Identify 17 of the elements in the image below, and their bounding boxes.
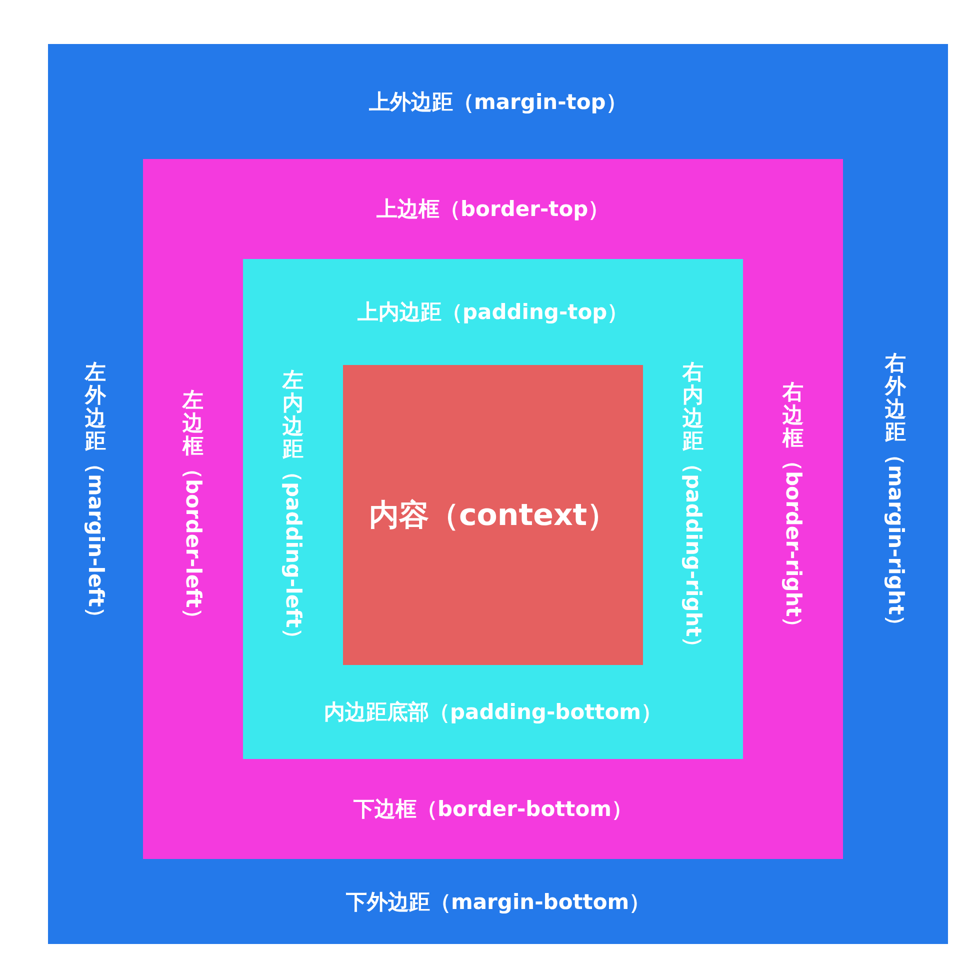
margin-area: [48, 44, 948, 944]
border-label: 下边框（border-bottom）: [354, 796, 633, 823]
padding-area: [243, 259, 743, 759]
margin-label: 右外边距（margin-right）: [884, 352, 908, 636]
margin-label: 下外边距（margin-bottom）: [346, 888, 650, 916]
content-label: 内容（context）: [369, 496, 618, 534]
border-label: 上边框（border-top）: [376, 196, 610, 223]
border-area: [143, 159, 843, 859]
padding-label: 左内边距（padding-left）: [282, 369, 305, 650]
border-label: 左边框（border-left）: [182, 389, 205, 630]
margin-label: 上外边距（margin-top）: [369, 88, 627, 116]
content-area: [343, 365, 643, 665]
padding-label: 内边距底部（padding-bottom）: [324, 699, 662, 726]
padding-label: 上内边距（padding-top）: [358, 299, 628, 326]
padding-label: 右内边距（padding-right）: [682, 360, 705, 658]
margin-label: 左外边距（margin-left）: [84, 360, 108, 628]
border-label: 右边框（border-right）: [782, 380, 805, 638]
